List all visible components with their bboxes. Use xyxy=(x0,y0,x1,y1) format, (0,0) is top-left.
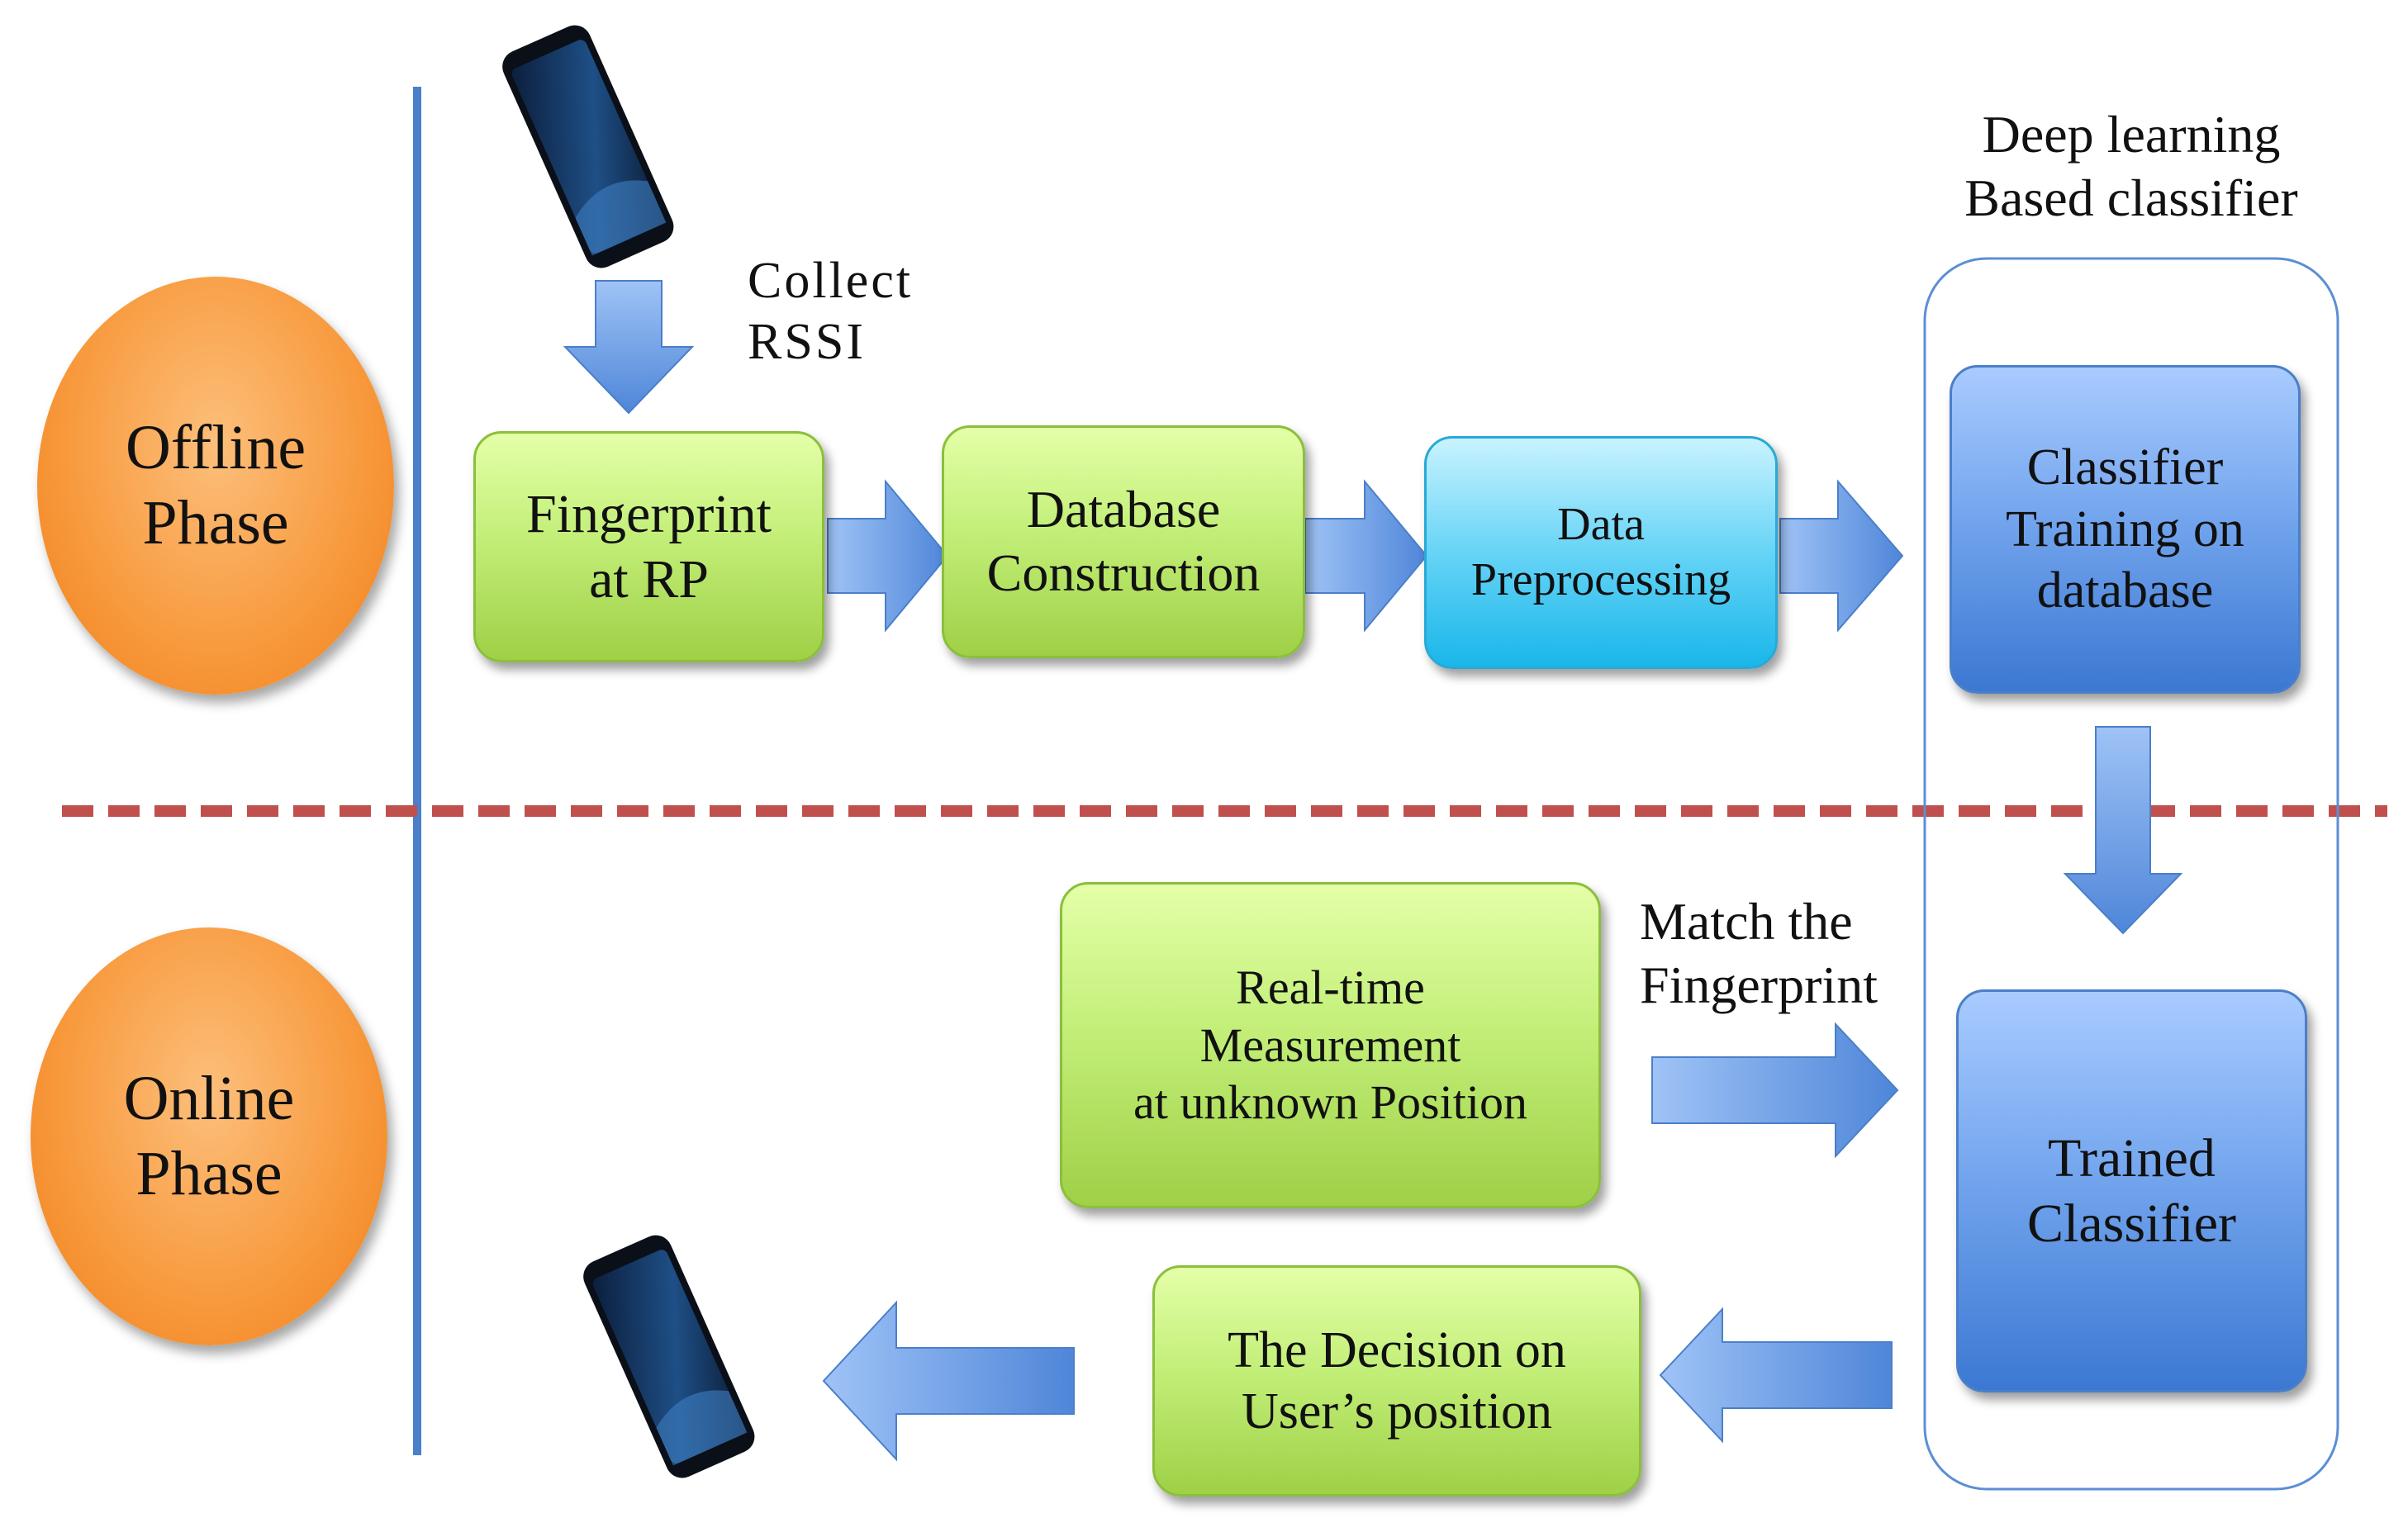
decision-label: The Decision on User’s position xyxy=(1228,1321,1566,1440)
database-construction-box: Database Construction xyxy=(942,425,1305,658)
right-arrow xyxy=(1779,479,1904,633)
trained-classifier-label: Trained Classifier xyxy=(2027,1127,2236,1254)
offline-phase-label: Offline Phase xyxy=(125,412,306,557)
down-arrow xyxy=(563,280,695,415)
realtime-measurement-label: Real-time Measurement at unknown Positio… xyxy=(1133,961,1527,1130)
right-arrow xyxy=(1651,1022,1899,1159)
right-arrow xyxy=(1304,479,1428,633)
realtime-measurement-box: Real-time Measurement at unknown Positio… xyxy=(1060,882,1601,1208)
fingerprint-at-rp-label: Fingerprint at RP xyxy=(526,483,772,610)
decision-box: The Decision on User’s position xyxy=(1152,1265,1641,1497)
online-phase-label: Online Phase xyxy=(123,1063,295,1208)
left-arrow xyxy=(822,1300,1075,1462)
database-construction-label: Database Construction xyxy=(986,480,1261,602)
deep-learning-group-outline xyxy=(1923,257,2339,1491)
online-phase-oval: Online Phase xyxy=(31,927,387,1345)
smartphone-icon xyxy=(583,1235,755,1478)
collect-rssi-label: Collect RSSI xyxy=(748,253,914,371)
right-arrow xyxy=(827,479,949,633)
data-preprocessing-label: Data Preprocessing xyxy=(1470,498,1731,605)
trained-classifier-box: Trained Classifier xyxy=(1956,989,2307,1392)
down-arrow xyxy=(2063,726,2183,935)
classifier-training-label: Classifier Training on database xyxy=(2006,439,2244,619)
left-arrow xyxy=(1659,1307,1893,1444)
classifier-training-box: Classifier Training on database xyxy=(1950,365,2301,694)
smartphone-icon xyxy=(502,25,674,268)
data-preprocessing-box: Data Preprocessing xyxy=(1424,436,1778,669)
match-fingerprint-label: Match the Fingerprint xyxy=(1640,892,1878,1014)
fingerprint-at-rp-box: Fingerprint at RP xyxy=(473,431,824,662)
deep-learning-label: Deep learning Based classifier xyxy=(1964,105,2298,227)
offline-phase-oval: Offline Phase xyxy=(37,277,394,695)
